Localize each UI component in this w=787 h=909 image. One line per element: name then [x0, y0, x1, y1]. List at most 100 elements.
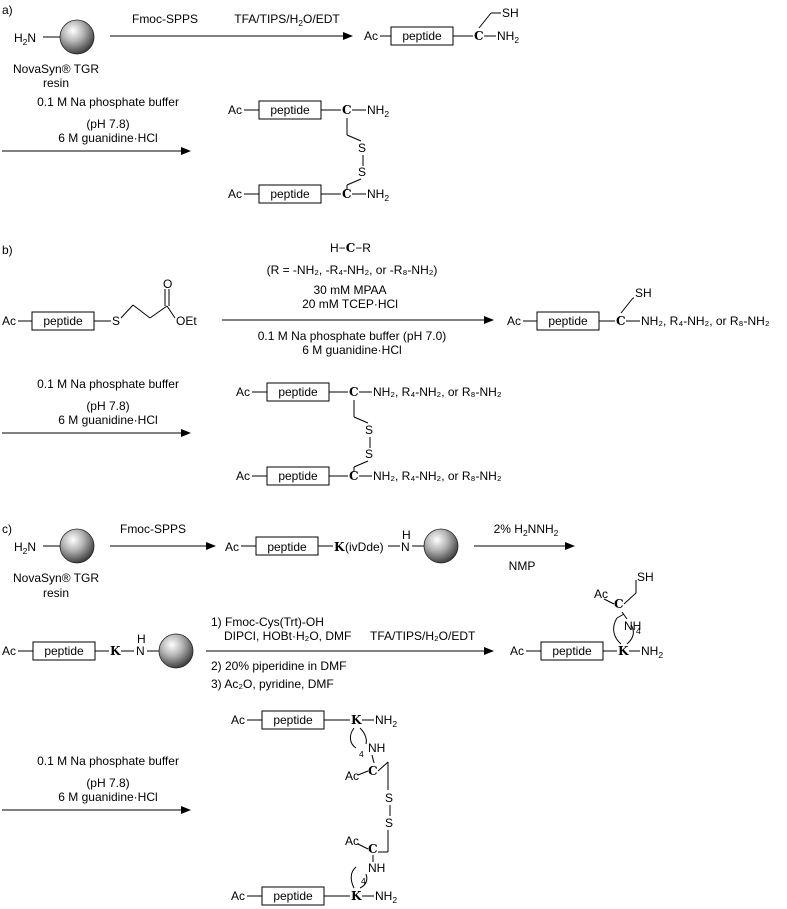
cysteine-residue: C: [474, 29, 484, 43]
disulfide-dimer-b: Ac peptide C NH₂, R₄-NH₂, or R₈-NH₂ S S …: [236, 382, 502, 486]
condition-text: 0.1 M Na phosphate buffer (pH 7.0): [258, 329, 447, 343]
svg-text:K: K: [618, 644, 629, 658]
condition-text: 30 mM MPAA: [313, 283, 386, 297]
svg-text:NH2: NH2: [367, 103, 389, 119]
svg-text:C: C: [349, 469, 359, 483]
svg-text:K: K: [110, 644, 121, 658]
svg-text:peptide: peptide: [278, 469, 318, 483]
svg-text:4: 4: [359, 749, 364, 759]
svg-text:C: C: [342, 103, 352, 117]
svg-text:peptide: peptide: [43, 314, 83, 328]
svg-text:NH₂, R₄-NH₂, or R₈-NH₂: NH₂, R₄-NH₂, or R₈-NH₂: [641, 314, 770, 328]
condition-text: 2) 20% piperidine in DMF: [211, 659, 346, 673]
condition-text: (pH 7.8): [86, 399, 129, 413]
product-cys-peptide-amine: Ac peptide C SH NH₂, R₄-NH₂, or R₈-NH₂: [507, 286, 770, 331]
lys-cys-branched-peptide: Ac peptide K NH2 4 NH C Ac SH: [510, 570, 663, 661]
panel-label-b: b): [2, 243, 13, 257]
condition-text: (R = -NH₂, -R₄-NH₂, or -R₈-NH₂): [267, 263, 438, 277]
svg-text:Ac: Ac: [594, 587, 608, 601]
svg-text:S: S: [112, 314, 120, 328]
svg-text:SH: SH: [637, 570, 654, 584]
condition-text: Fmoc-SPPS: [120, 522, 186, 536]
svg-text:C: C: [368, 764, 378, 778]
svg-text:peptide: peptide: [273, 889, 313, 903]
condition-text: 6 M guanidine·HCl: [58, 131, 157, 145]
condition-text: 2% H2NNH2: [494, 522, 559, 538]
disulfide-dimer-c: Ac peptide K NH2 4 NH C Ac S S C Ac NH 4…: [231, 710, 397, 906]
svg-text:NH2: NH2: [367, 187, 389, 203]
svg-text:O: O: [163, 277, 172, 291]
resin-a: H2N: [14, 19, 95, 55]
condition-text: 0.1 M Na phosphate buffer: [37, 377, 179, 391]
condition-text: TFA/TIPS/H₂O/EDT: [370, 629, 476, 643]
condition-text: NMP: [509, 559, 536, 573]
condition-text: 6 M guanidine·HCl: [302, 343, 401, 357]
svg-text:C: C: [349, 385, 359, 399]
svg-text:peptide: peptide: [270, 187, 310, 201]
svg-text:Ac: Ac: [345, 769, 359, 783]
svg-text:S: S: [358, 141, 366, 155]
resin-bead-icon: [59, 528, 95, 564]
peptide-thioester: Ac peptide S O OEt: [2, 277, 197, 331]
svg-text:Ac: Ac: [364, 29, 378, 43]
svg-text:Ac: Ac: [507, 314, 521, 328]
svg-text:S: S: [365, 447, 373, 461]
condition-text: 3) Ac₂O, pyridine, DMF: [211, 677, 334, 691]
svg-text:C: C: [614, 597, 624, 611]
svg-text:NH2: NH2: [497, 29, 519, 45]
condition-text: 20 mM TCEP·HCl: [302, 297, 398, 311]
amine-label: H2N: [14, 31, 36, 47]
svg-text:Ac: Ac: [2, 314, 16, 328]
svg-text:S: S: [385, 816, 393, 830]
svg-text:4: 4: [636, 626, 641, 636]
svg-text:peptide: peptide: [270, 103, 310, 117]
svg-text:NH: NH: [368, 861, 385, 875]
amine-label: H2N: [14, 540, 36, 556]
svg-text:SH: SH: [502, 6, 519, 20]
svg-text:Ac: Ac: [510, 644, 524, 658]
svg-text:C: C: [368, 842, 378, 856]
svg-text:NH2: NH2: [375, 713, 397, 729]
svg-text:N: N: [136, 644, 145, 658]
resin-bead-icon: [158, 633, 194, 669]
condition-text: TFA/TIPS/H2O/EDT: [234, 12, 340, 28]
svg-text:C: C: [616, 314, 626, 328]
disulfide-dimer-a: Ac peptide C NH2 S S Ac peptide C NH2: [228, 100, 389, 204]
resin-c: H2N: [14, 528, 95, 564]
lysine-residue: K: [334, 540, 345, 554]
svg-text:OEt: OEt: [176, 314, 197, 328]
svg-text:NH₂, R₄-NH₂, or R₈-NH₂: NH₂, R₄-NH₂, or R₈-NH₂: [373, 385, 502, 399]
svg-text:SH: SH: [635, 286, 652, 300]
condition-text: (pH 7.8): [86, 776, 129, 790]
svg-text:Ac: Ac: [228, 103, 242, 117]
svg-text:NH2: NH2: [641, 644, 663, 660]
svg-text:Ac: Ac: [236, 469, 250, 483]
condition-text: 6 M guanidine·HCl: [58, 790, 157, 804]
svg-text:Ac: Ac: [228, 187, 242, 201]
svg-text:S: S: [385, 791, 393, 805]
svg-text:peptide: peptide: [548, 314, 588, 328]
panel-label-c: c): [2, 522, 12, 536]
svg-text:peptide: peptide: [267, 540, 307, 554]
svg-text:H: H: [137, 632, 146, 646]
svg-text:K: K: [351, 713, 362, 727]
resin-name: NovaSyn® TGR: [13, 571, 99, 585]
condition-text: 1) Fmoc-Cys(Trt)-OH: [211, 615, 324, 629]
resin-bound-peptide-free-lys: Ac peptide K H N: [2, 632, 194, 669]
svg-text:Ac: Ac: [345, 834, 359, 848]
svg-text:H: H: [402, 528, 411, 542]
resin-name: NovaSyn® TGR: [13, 62, 99, 76]
condition-text: 0.1 M Na phosphate buffer: [37, 95, 179, 109]
svg-text:peptide: peptide: [44, 644, 84, 658]
svg-text:Ac: Ac: [231, 713, 245, 727]
svg-text:Ac: Ac: [225, 540, 239, 554]
svg-text:Ac: Ac: [236, 385, 250, 399]
svg-text:NH: NH: [368, 741, 385, 755]
resin-bead-icon: [423, 528, 459, 564]
resin-word: resin: [43, 586, 69, 600]
svg-text:4: 4: [361, 876, 366, 886]
svg-text:peptide: peptide: [278, 385, 318, 399]
resin-bead-icon: [59, 19, 95, 55]
svg-text:NH2: NH2: [375, 889, 397, 905]
